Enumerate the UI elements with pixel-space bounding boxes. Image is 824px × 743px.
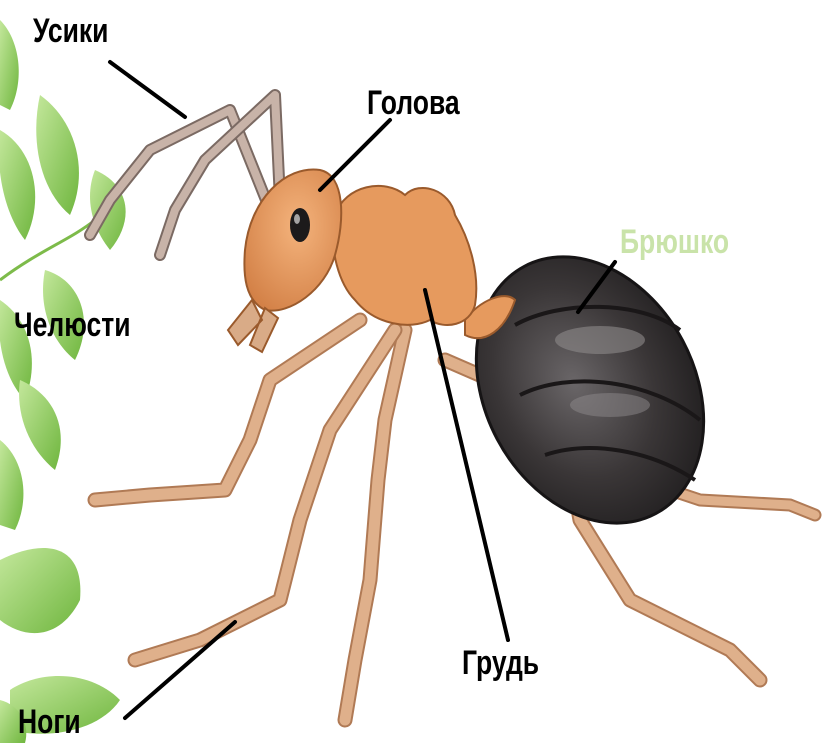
- label-legs: Ноги: [18, 705, 81, 739]
- label-antennae: Усики: [33, 14, 108, 48]
- pointer-antennae: [110, 62, 185, 117]
- legs-drawing: [95, 320, 815, 720]
- thorax-drawing: [333, 186, 476, 325]
- pointer-legs: [125, 622, 235, 718]
- label-head: Голова: [367, 86, 460, 120]
- label-abdomen: Брюшко: [620, 225, 729, 259]
- leaf-branch-icon: [0, 20, 126, 743]
- pointer-head: [320, 120, 390, 190]
- label-mandibles: Челюсти: [14, 308, 131, 342]
- label-thorax: Грудь: [462, 646, 539, 680]
